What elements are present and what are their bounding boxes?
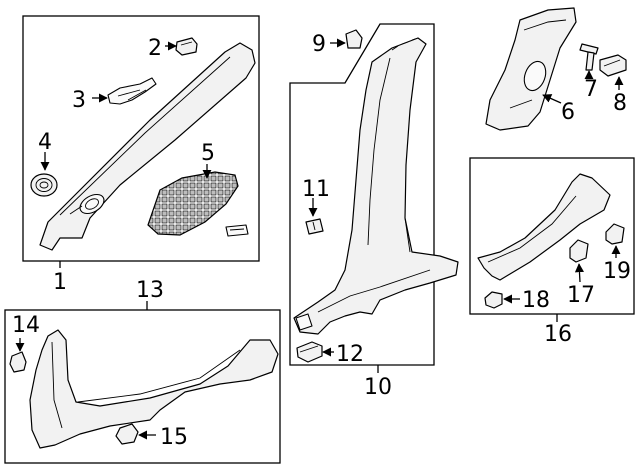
callout-11: 11 [302, 177, 330, 202]
callout-6: 6 [561, 100, 575, 125]
group-1-frame [22, 15, 260, 262]
part-16-sill-trim [477, 173, 611, 281]
callout-13: 13 [136, 278, 164, 303]
callout-17: 17 [567, 283, 595, 308]
group-10-frame [289, 23, 435, 366]
callout-9: 9 [312, 32, 326, 57]
b-pillar-trim [293, 37, 459, 335]
callout-8: 8 [613, 91, 627, 116]
part-19-clip [605, 223, 625, 245]
leader-6 [542, 94, 562, 104]
a-pillar-trim [39, 42, 256, 251]
callout-16: 16 [544, 322, 572, 347]
part-2-clip [175, 37, 198, 56]
callout-3: 3 [72, 88, 86, 113]
callout-10: 10 [364, 375, 392, 400]
callout-15: 15 [160, 425, 188, 450]
part-5-speaker-grille [147, 171, 239, 236]
part-small-clip-a [225, 224, 249, 237]
part-13-sill-plate [29, 329, 279, 449]
callout-2: 2 [148, 36, 162, 61]
callout-14: 14 [12, 313, 40, 338]
part-6-upper-trim [485, 7, 577, 131]
callout-1: 1 [53, 270, 67, 295]
part-18-clip [484, 291, 503, 309]
leader-17 [574, 263, 584, 283]
part-15-clip [115, 423, 139, 445]
callout-19: 19 [603, 259, 631, 284]
part-3-bracket [107, 77, 157, 105]
part-14-clip [9, 351, 27, 373]
callout-18: 18 [522, 288, 550, 313]
part-12-clip [296, 341, 323, 363]
callout-12: 12 [336, 342, 364, 367]
callout-7: 7 [584, 77, 598, 102]
part-8-clip [599, 54, 627, 77]
part-7-screw [579, 43, 599, 71]
part-9-clip [345, 29, 363, 49]
callout-4: 4 [38, 130, 52, 155]
part-4-grommet [30, 173, 58, 197]
part-17-clip [569, 239, 589, 263]
part-11-clip [305, 218, 324, 235]
callout-5: 5 [201, 141, 215, 166]
group-16-frame [469, 157, 635, 315]
group-13-frame [4, 309, 281, 464]
